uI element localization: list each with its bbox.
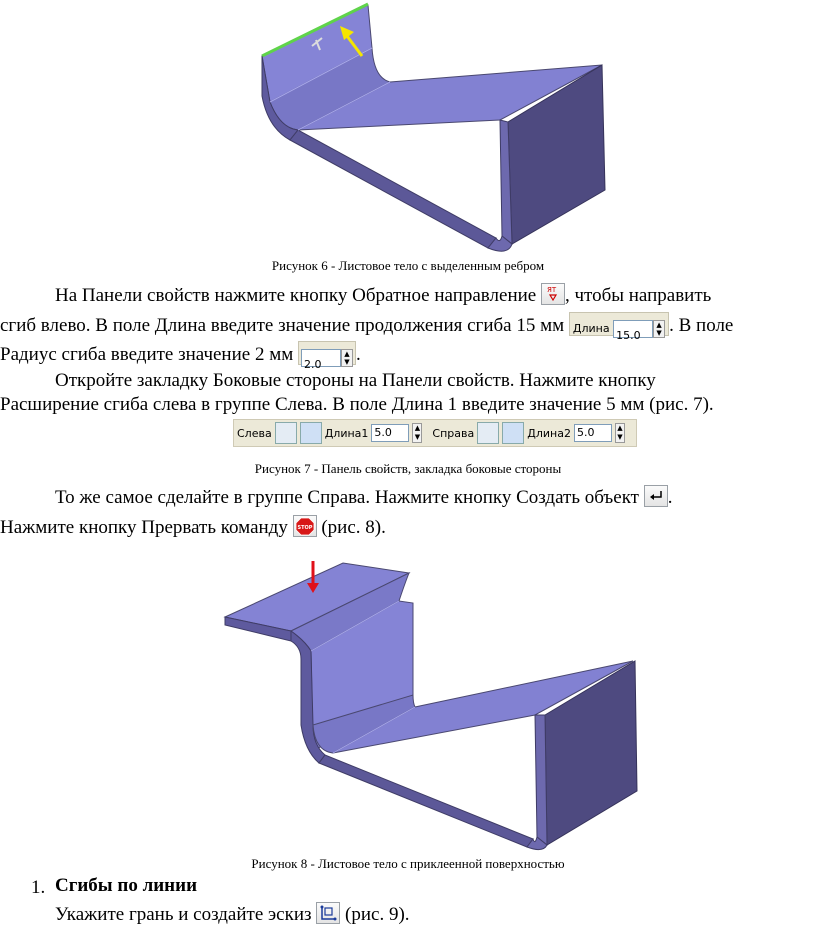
stop-command-button-icon: STOP [292,514,317,537]
spin-arrows-icon: ▲▼ [653,319,666,338]
figure-7-caption: Рисунок 7 - Панель свойств, закладка бок… [254,461,562,476]
spin-arrows-icon: ▲▼ [614,423,625,443]
selected-edge [261,2,369,58]
paragraph-1-line-1: На Панели свойств нажмите кнопку Обратно… [55,282,711,310]
paragraph-4: Укажите грань и создайте эскиз (рис. 9). [55,901,410,929]
side-sides-toolbar-image: Слева Длина1 5.0 ▲▼ Справа Длина2 5.0 ▲▼ [233,419,637,447]
paragraph-2-line-2: Расширение сгиба слева в группе Слева. В… [0,394,714,415]
lower-right-bend [526,836,548,851]
figure-8-image [223,561,638,851]
paragraph-1-line-2: сгиб влево. В поле Длина введите значени… [0,311,733,342]
radius-field-image: 2.0▲▼ [298,340,356,371]
figure-6-caption: Рисунок 6 - Листовое тело с выделенным р… [271,258,545,273]
paragraph-3-line-1: То же самое сделайте в группе Справа. На… [55,484,672,512]
spin-arrows-icon: ▲▼ [412,423,423,443]
paragraph-3-line-2: Нажмите кнопку Прервать команду STOP (ри… [0,514,386,542]
figure-6-image [261,2,606,252]
section-title: Сгибы по линии [55,875,198,896]
floor-thickness [318,754,534,848]
sketch-button-icon [316,901,341,924]
create-object-button-icon [643,484,668,507]
right-wall-edge [534,714,548,847]
reverse-direction-button-icon: ЯТ [540,282,565,305]
spin-arrows-icon: ▲▼ [341,348,353,367]
section-number: 1. [31,877,46,898]
edge-marker-icon [311,37,323,51]
svg-text:STOP: STOP [297,525,312,531]
left-extend-button-icon [299,422,322,444]
length-field-image: Длина 15.0▲▼ [568,311,670,342]
figure-8-caption: Рисунок 8 - Листовое тело с приклеенной … [251,856,565,871]
svg-text:ЯТ: ЯТ [547,286,557,294]
right-extend-button-icon [502,422,525,444]
right-bend-button-icon [477,422,500,444]
paragraph-1-line-3: Радиус сгиба введите значение 2 мм 2.0▲▼… [0,340,361,371]
lower-bend [487,235,513,252]
direction-arrow-icon [340,26,364,57]
paragraph-2-line-1: Откройте закладку Боковые стороны на Пан… [55,370,656,391]
floor-thickness [289,129,497,249]
surface-arrow-icon [307,561,319,593]
left-bend-button-icon [274,422,297,444]
